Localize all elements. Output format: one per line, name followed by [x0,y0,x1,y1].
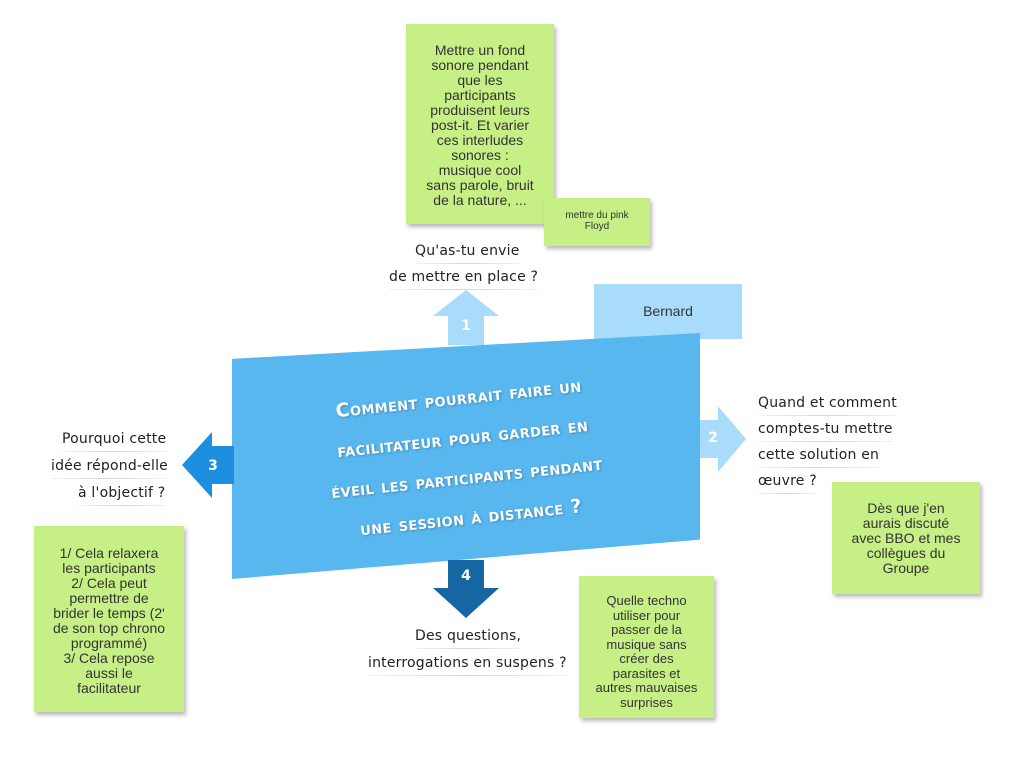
arrow-number-1: 1 [461,318,471,334]
arrow-left-3: 3 [182,432,234,498]
arrow-number-4: 4 [461,568,471,584]
prompt-left-line-3: à l'objectif ? [78,482,166,506]
central-question-banner [232,333,700,579]
sticky-note-left[interactable]: 1/ Cela relaxera les participants 2/ Cel… [34,526,184,712]
prompt-right-line-2: comptes-tu mettre [758,418,893,442]
arrow-left-icon [182,432,234,498]
arrow-up-1: 1 [433,290,499,345]
prompt-left-line-1: Pourquoi cette [62,428,167,452]
sticky-note-top-small[interactable]: mettre du pink Floyd [544,198,650,246]
arrow-up-icon [433,290,499,345]
sticky-note-right[interactable]: Dès que j'en aurais discuté avec BBO et … [832,482,980,594]
prompt-right-line-3: cette solution en [758,444,880,468]
prompt-bottom-line-2: interrogations en suspens ? [368,652,567,676]
arrow-down-icon [433,560,499,618]
prompt-bottom-line-1: Des questions, [415,625,522,649]
arrow-right-2: 2 [700,406,746,472]
prompt-top-line-2: de mettre en place ? [389,266,539,290]
arrow-number-3: 3 [208,458,218,474]
sticky-note-bottom[interactable]: Quelle techno utiliser pour passer de la… [579,576,714,718]
prompt-right-line-1: Quand et comment [758,392,897,416]
prompt-right-line-4: œuvre ? [758,470,817,494]
name-tag-bernard[interactable]: Bernard [594,284,742,339]
arrow-number-2: 2 [708,430,718,446]
arrow-down-4: 4 [433,560,499,618]
arrow-right-icon [700,406,746,472]
sticky-note-top[interactable]: Mettre un fond sonore pendant que les pa… [406,24,554,224]
prompt-top-line-1: Qu'as-tu envie [415,240,520,264]
prompt-left-line-2: idée répond-elle [51,455,168,479]
